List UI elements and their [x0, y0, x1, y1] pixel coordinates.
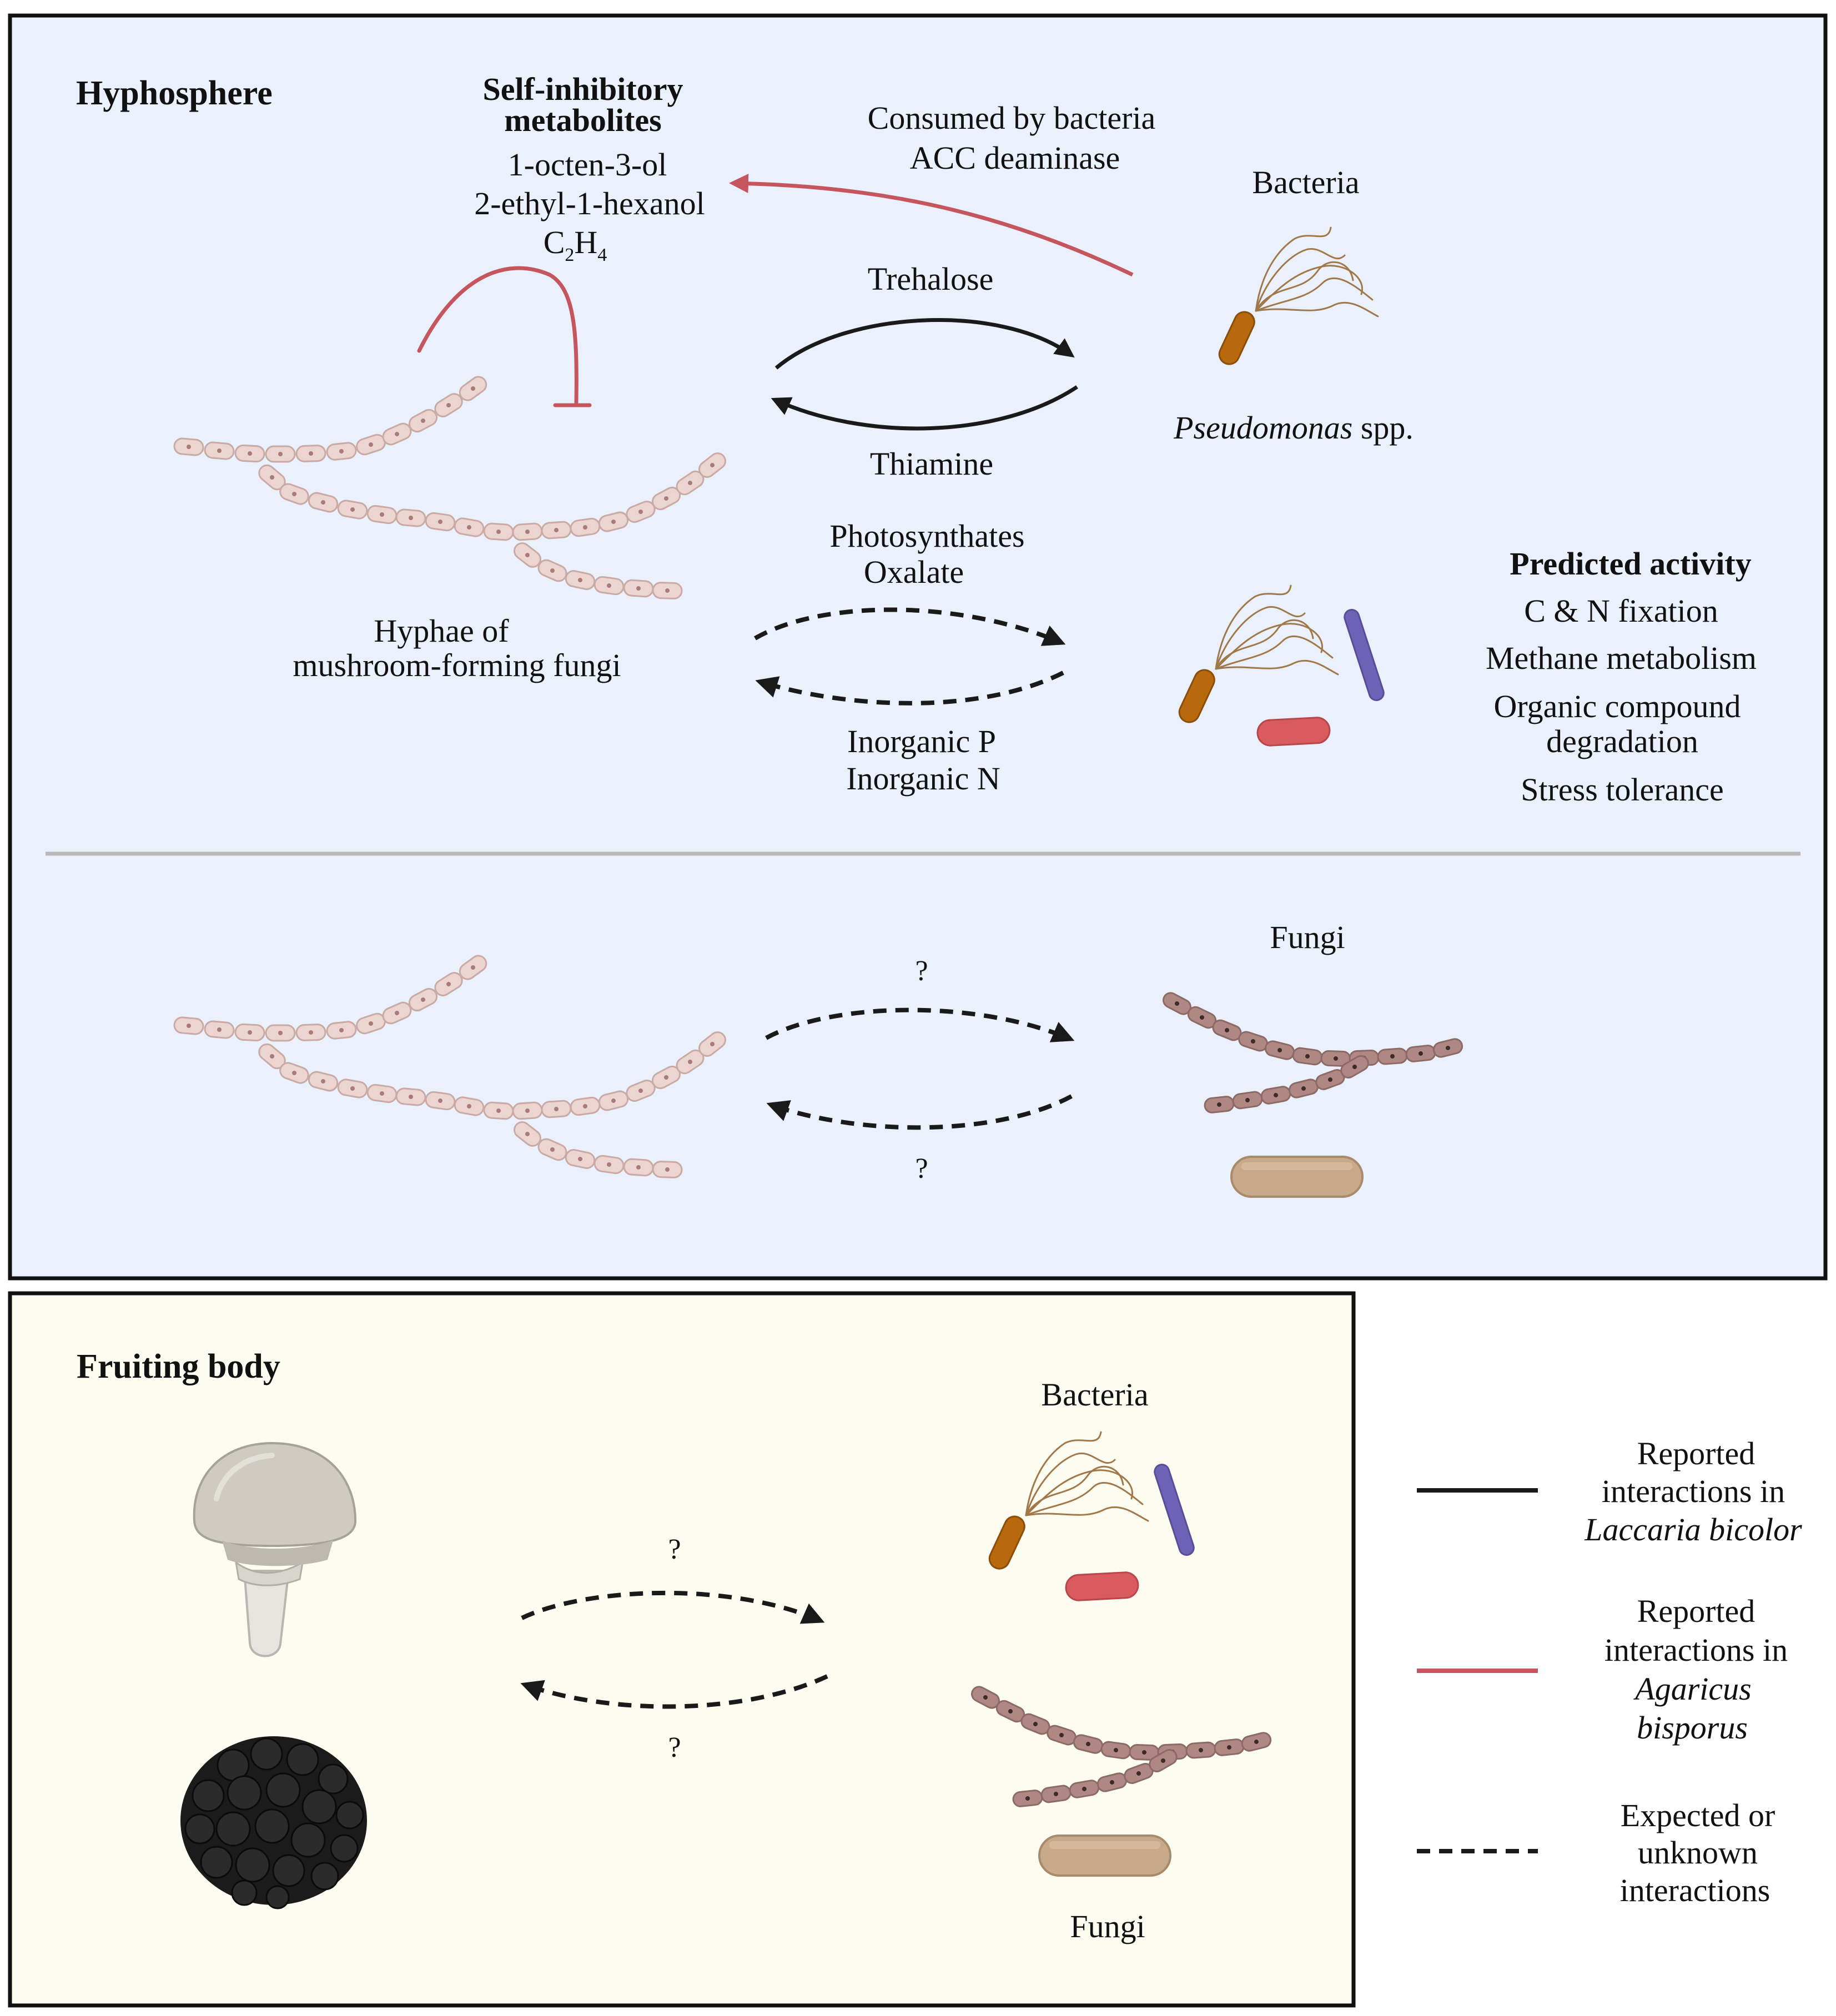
metabolite-ethylene: C2H4: [544, 224, 607, 265]
legend: Reported interactions in Laccaria bicolo…: [1417, 1435, 1802, 1908]
pseudomonas-label: Pseudomonas spp.: [1173, 410, 1414, 446]
thiamine-arrow: [771, 385, 1078, 431]
predicted-activity-item: Organic compound: [1493, 688, 1741, 724]
self-inhibition-arc: [417, 266, 579, 405]
legend-label: interactions in: [1604, 1632, 1788, 1668]
truffle-icon: [180, 1736, 367, 1909]
consumed-label: Consumed by bacteria: [868, 100, 1156, 136]
fruiting-body-panel: [8, 1291, 1356, 2008]
hyphae-label-2: mushroom-forming fungi: [293, 647, 621, 683]
consumption-arrow: [729, 174, 1134, 277]
mushroom-icon: [193, 1442, 357, 1657]
inorganic-n-label: Inorganic N: [846, 760, 1000, 797]
rod-bacterium-icon-red: [1064, 1571, 1140, 1602]
fungi-label-fruiting: Fungi: [1070, 1908, 1145, 1944]
photosynthates-arrow: [753, 607, 1066, 646]
oxalate-label: Oxalate: [864, 554, 964, 590]
yeast-cell-icon: [1230, 1156, 1364, 1198]
fruiting-interaction-arrow: [521, 1590, 825, 1624]
rod-bacterium-icon-red: [1256, 716, 1331, 747]
thiamine-label: Thiamine: [870, 446, 993, 482]
acc-deaminase-label: ACC deaminase: [910, 140, 1120, 176]
legend-label: Laccaria bicolor: [1584, 1511, 1802, 1548]
legend-label: interactions: [1620, 1872, 1770, 1908]
predicted-activity-item: C & N fixation: [1524, 593, 1718, 629]
predicted-activity-item: degradation: [1546, 723, 1698, 759]
bacteria-label-top: Bacteria: [1252, 164, 1359, 200]
legend-label: unknown: [1638, 1834, 1758, 1871]
fungi-interaction-arrow-return: [766, 1094, 1073, 1130]
fruiting-body-title: Fruiting body: [77, 1348, 280, 1385]
predicted-activity-item: Methane metabolism: [1486, 640, 1757, 676]
legend-label: Expected or: [1621, 1797, 1775, 1833]
yeast-cell-icon-fruiting: [1038, 1834, 1171, 1877]
question-mark: ?: [915, 1153, 928, 1185]
photosynthates-label: Photosynthates: [829, 518, 1024, 554]
question-mark: ?: [668, 1534, 681, 1565]
hyphosphere-panel: [8, 13, 1828, 1281]
predicted-activity-heading: Predicted activity: [1510, 546, 1751, 582]
predicted-activity-item: Stress tolerance: [1521, 772, 1724, 808]
legend-label: Agaricus: [1633, 1671, 1751, 1707]
self-inhibitory-heading-2: metabolites: [504, 102, 662, 138]
hyphae-label: Hyphae of: [374, 613, 509, 649]
metabolite-ethylhexanol: 2-ethyl-1-hexanol: [474, 185, 705, 221]
legend-label: Reported: [1637, 1593, 1755, 1629]
question-mark: ?: [668, 1732, 681, 1763]
question-mark: ?: [915, 955, 928, 987]
trehalose-arrow: [774, 318, 1075, 370]
legend-label: bisporus: [1637, 1710, 1748, 1746]
fruiting-interaction-arrow-return: [520, 1674, 828, 1709]
inorganic-p-label: Inorganic P: [847, 723, 996, 759]
inorganic-arrow: [755, 671, 1064, 705]
legend-label: Reported: [1637, 1435, 1755, 1471]
self-inhibitory-heading: Self-inhibitory: [483, 71, 683, 107]
metabolite-octenol: 1-octen-3-ol: [508, 147, 667, 183]
fungi-interaction-arrow: [765, 1007, 1075, 1042]
bacteria-label-fruiting: Bacteria: [1041, 1377, 1148, 1413]
trehalose-label: Trehalose: [868, 261, 994, 297]
legend-label: interactions in: [1602, 1473, 1785, 1509]
fungi-label-top: Fungi: [1270, 919, 1345, 955]
hyphosphere-title: Hyphosphere: [76, 74, 273, 112]
